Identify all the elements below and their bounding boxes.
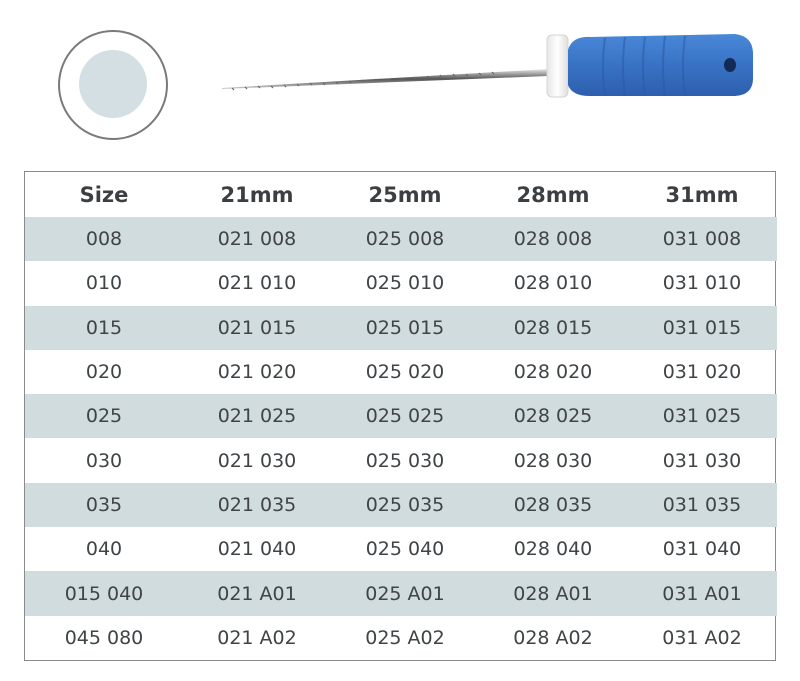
cell-25mm: 025 A02 xyxy=(365,626,445,649)
cell-25mm: 025 010 xyxy=(365,272,445,295)
cell-28mm: 028 035 xyxy=(479,482,627,528)
cell-25mm: 025 025 xyxy=(331,394,479,439)
k-file-instrument-icon xyxy=(222,34,753,98)
cell-28mm: 028 010 xyxy=(513,272,593,295)
table-row: 015 040 021 A01 025 A01 028 A01 031 A01 xyxy=(25,571,777,616)
cell-25mm: 025 035 xyxy=(331,482,479,528)
cross-section-icon xyxy=(58,30,168,140)
table-header-row: Size 21mm 25mm 28mm 31mm xyxy=(25,172,777,217)
cell-21mm: 021 020 xyxy=(217,361,297,384)
cell-size: 015 040 xyxy=(25,571,183,616)
cell-31mm: 031 015 xyxy=(627,305,777,350)
cell-28mm: 028 025 xyxy=(479,394,627,439)
cell-size: 010 xyxy=(85,272,123,295)
cell-31mm: 031 035 xyxy=(627,482,777,528)
table-row: 035 021 035 025 035 028 035 031 035 xyxy=(25,482,777,528)
cell-21mm: 021 035 xyxy=(183,482,331,528)
cell-size: 035 xyxy=(25,482,183,528)
cell-31mm: 031 020 xyxy=(662,361,742,384)
cell-21mm: 021 A01 xyxy=(183,571,331,616)
cell-21mm: 021 025 xyxy=(183,394,331,439)
cell-25mm: 025 015 xyxy=(331,305,479,350)
cell-25mm: 025 A01 xyxy=(331,571,479,616)
cell-28mm: 028 A01 xyxy=(479,571,627,616)
cell-21mm: 021 040 xyxy=(217,538,297,561)
cell-size: 008 xyxy=(25,217,183,262)
size-length-table: Size 21mm 25mm 28mm 31mm 008 021 008 025… xyxy=(25,172,777,660)
cell-25mm: 025 030 xyxy=(365,449,445,472)
header-25mm: 25mm xyxy=(368,182,442,207)
size-table: Size 21mm 25mm 28mm 31mm 008 021 008 025… xyxy=(24,171,777,661)
table-row: 010 021 010 025 010 028 010 031 010 xyxy=(25,261,777,305)
cell-31mm: 031 030 xyxy=(662,449,742,472)
cell-25mm: 025 020 xyxy=(365,361,445,384)
product-image xyxy=(58,30,753,140)
cell-21mm: 021 030 xyxy=(217,449,297,472)
table-row: 025 021 025 025 025 028 025 031 025 xyxy=(25,394,777,439)
cell-31mm: 031 010 xyxy=(662,272,742,295)
cell-size: 015 xyxy=(25,305,183,350)
cell-28mm: 028 A02 xyxy=(513,626,593,649)
table-row: 020 021 020 025 020 028 020 031 020 xyxy=(25,350,777,394)
header-31mm: 31mm xyxy=(665,182,739,207)
cell-28mm: 028 020 xyxy=(513,361,593,384)
cell-28mm: 028 040 xyxy=(513,538,593,561)
table-row: 040 021 040 025 040 028 040 031 040 xyxy=(25,527,777,571)
cell-28mm: 028 015 xyxy=(479,305,627,350)
cell-size: 025 xyxy=(25,394,183,439)
cell-size: 040 xyxy=(85,538,123,561)
table-row: 045 080 021 A02 025 A02 028 A02 031 A02 xyxy=(25,616,777,660)
cell-21mm: 021 A02 xyxy=(217,626,297,649)
cell-28mm: 028 008 xyxy=(479,217,627,262)
cell-28mm: 028 030 xyxy=(513,449,593,472)
table-row: 008 021 008 025 008 028 008 031 008 xyxy=(25,217,777,262)
cell-25mm: 025 040 xyxy=(365,538,445,561)
cell-31mm: 031 A02 xyxy=(662,626,742,649)
cell-size: 045 080 xyxy=(64,626,144,649)
header-21mm: 21mm xyxy=(220,182,294,207)
cell-size: 030 xyxy=(85,449,123,472)
cell-31mm: 031 040 xyxy=(662,538,742,561)
cell-21mm: 021 008 xyxy=(183,217,331,262)
table-row: 015 021 015 025 015 028 015 031 015 xyxy=(25,305,777,350)
cell-21mm: 021 010 xyxy=(217,272,297,295)
cell-31mm: 031 025 xyxy=(627,394,777,439)
cell-21mm: 021 015 xyxy=(183,305,331,350)
header-28mm: 28mm xyxy=(516,182,590,207)
cell-31mm: 031 008 xyxy=(627,217,777,262)
cell-31mm: 031 A01 xyxy=(627,571,777,616)
header-size: Size xyxy=(79,182,129,207)
cell-25mm: 025 008 xyxy=(331,217,479,262)
cell-size: 020 xyxy=(85,361,123,384)
table-row: 030 021 030 025 030 028 030 031 030 xyxy=(25,438,777,482)
